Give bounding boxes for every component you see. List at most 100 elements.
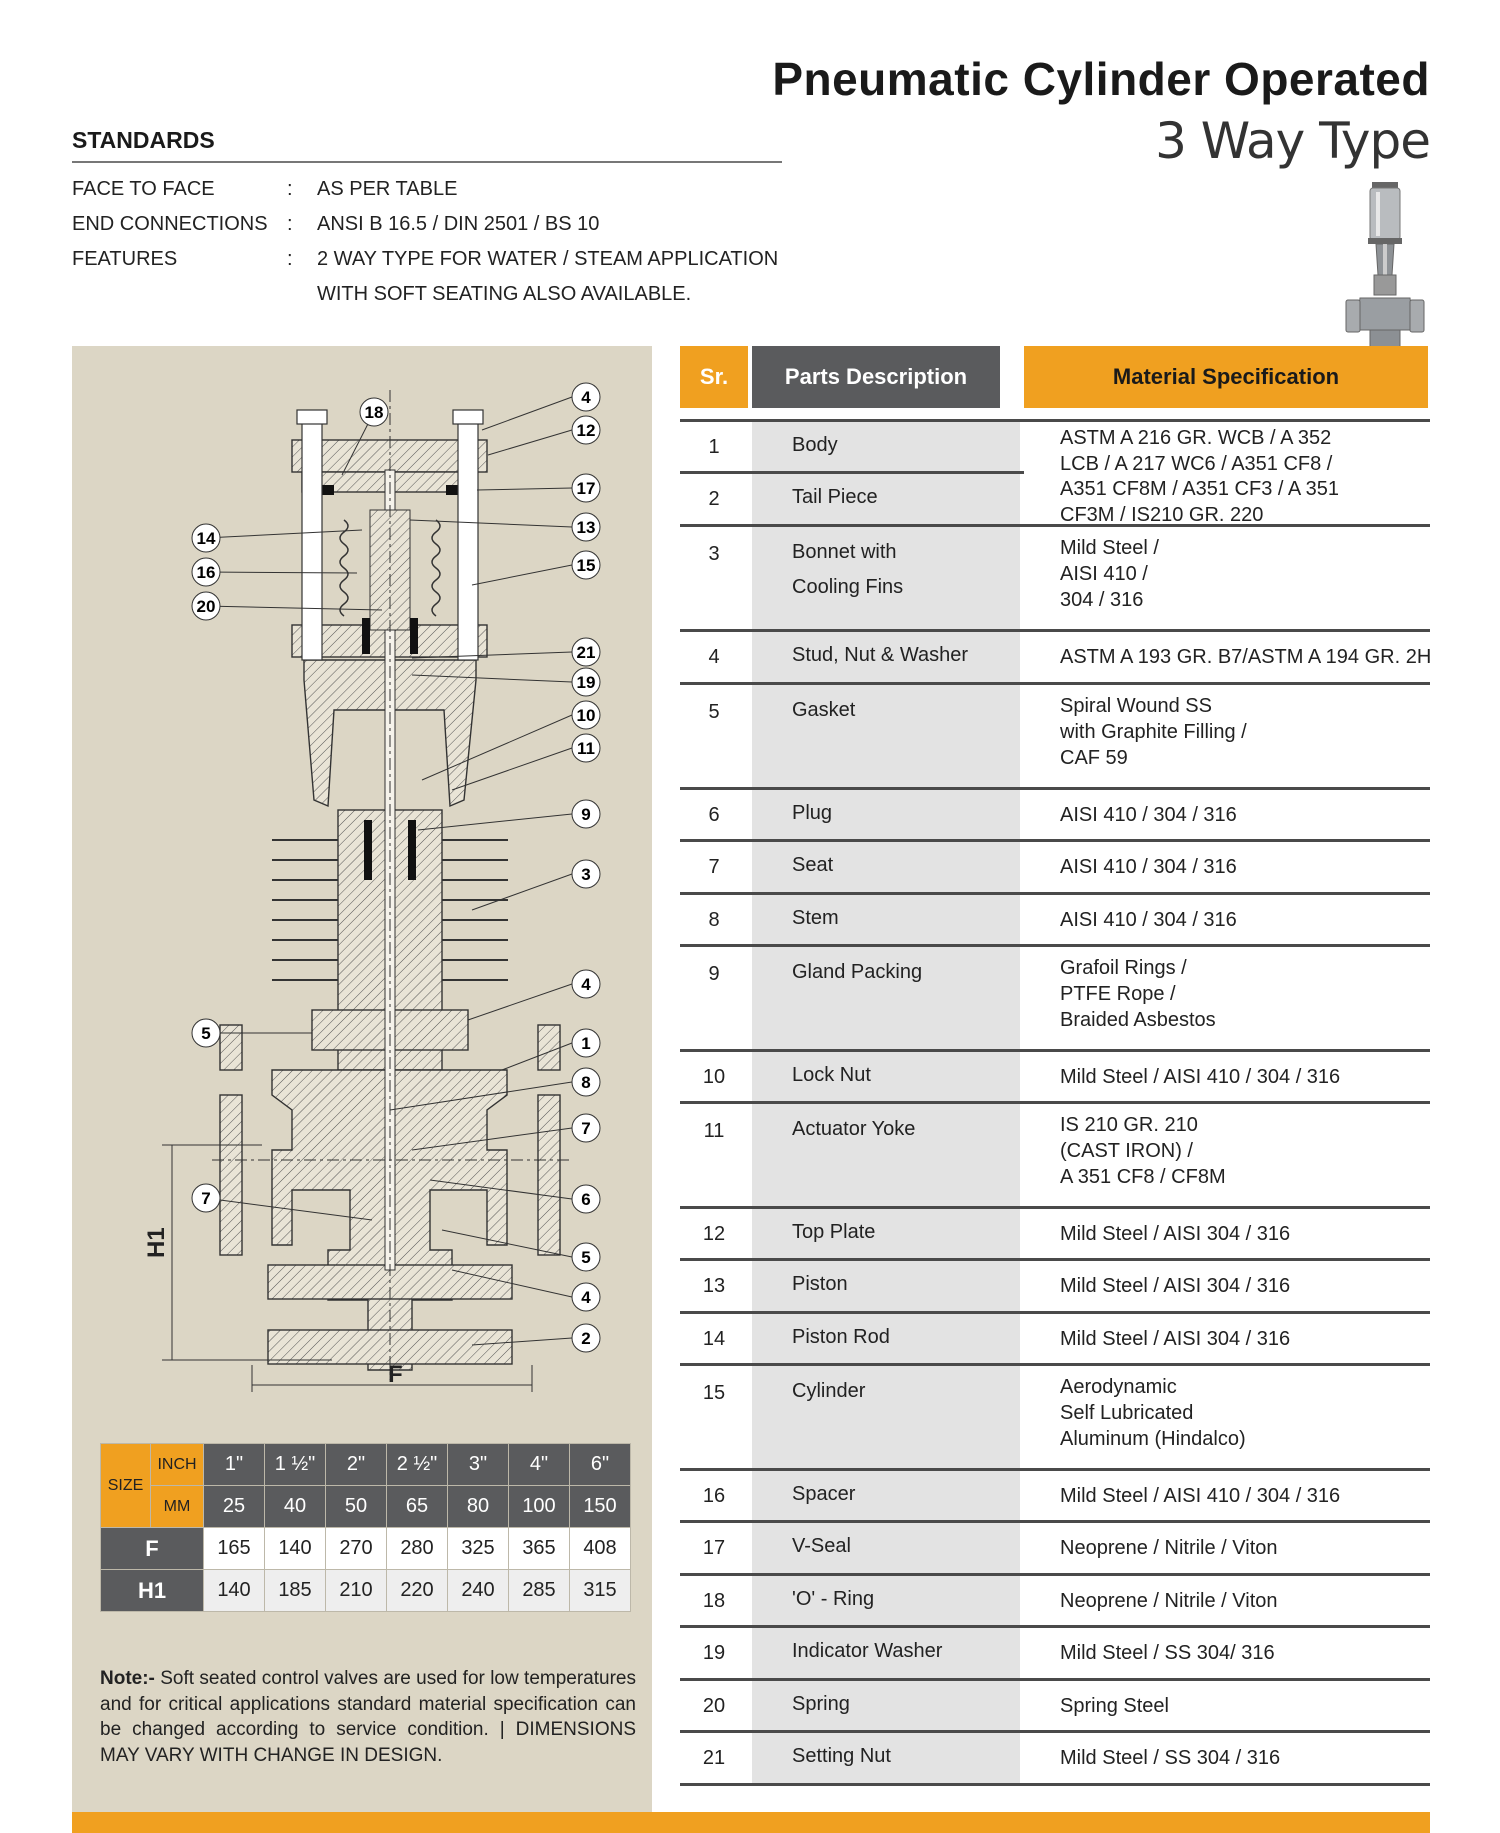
parts-material: IS 210 GR. 210(CAST IRON) /A 351 CF8 / C…: [1060, 1112, 1430, 1190]
parts-material: Mild Steel / SS 304 / 316: [1060, 1745, 1430, 1771]
standards-row: END CONNECTIONS : ANSI B 16.5 / DIN 2501…: [72, 213, 797, 236]
parts-material-line: CAF 59: [1060, 747, 1128, 769]
svg-text:7: 7: [201, 1189, 210, 1208]
size-mm-cell: 80: [447, 1485, 509, 1528]
callout: 5: [571, 1242, 601, 1272]
parts-description: Plug: [792, 802, 833, 824]
parts-description-cell: V-Seal: [752, 1523, 1020, 1576]
parts-description: Stud, Nut & Washer: [792, 644, 968, 666]
callout: 4: [571, 382, 601, 412]
valve-cross-section-diagram: H1 F 18 4 12 17 13 15 14: [143, 382, 601, 1392]
svg-text:1: 1: [581, 1034, 590, 1053]
dimension-table: SIZE INCH 1" 1 ½" 2" 2 ½" 3" 4" 6" MM 25…: [100, 1443, 631, 1612]
parts-sr: 8: [708, 909, 720, 931]
size-inch-cell: 1 ½": [264, 1443, 326, 1486]
note-paragraph: Note:- Soft seated control valves are us…: [100, 1666, 636, 1768]
parts-material: Mild Steel / AISI 304 / 316: [1060, 1326, 1430, 1352]
parts-material-line: Mild Steel / AISI 304 / 316: [1060, 1223, 1291, 1245]
svg-text:15: 15: [577, 556, 596, 575]
parts-material-line: Neoprene / Nitrile / Viton: [1060, 1590, 1278, 1612]
parts-material-line: Mild Steel / AISI 410 / 304 / 316: [1060, 1485, 1341, 1507]
row-divider: [680, 1049, 1430, 1052]
parts-description: Top Plate: [792, 1221, 876, 1243]
standards-key: [72, 283, 287, 306]
parts-material-line: A351 CF8M / A351 CF3 / A 351: [1060, 478, 1340, 500]
parts-description: Spring: [792, 1693, 850, 1715]
h1-value-cell: 285: [508, 1569, 570, 1612]
h1-value-cell: 240: [447, 1569, 509, 1612]
parts-material-line: LCB / A 217 WC6 / A351 CF8 /: [1060, 452, 1333, 475]
svg-text:4: 4: [581, 388, 591, 407]
svg-text:2: 2: [581, 1329, 590, 1348]
parts-description-cell: Plug: [752, 790, 1020, 842]
parts-sr: 3: [708, 543, 720, 565]
row-divider: [680, 524, 1430, 527]
note-label: Note:-: [100, 1668, 155, 1689]
h1-value-cell: 210: [325, 1569, 387, 1612]
parts-material-line: with Graphite Filling /: [1060, 721, 1247, 743]
parts-material: Grafoil Rings /PTFE Rope /Braided Asbest…: [1060, 955, 1430, 1033]
row-divider: [680, 1625, 1430, 1628]
row-divider: [680, 892, 1430, 895]
row-divider: [680, 1678, 1430, 1681]
size-inch-cell: 3": [447, 1443, 509, 1486]
size-inch-cell: 2 ½": [386, 1443, 448, 1486]
standards-value: ANSI B 16.5 / DIN 2501 / BS 10: [317, 213, 600, 235]
parts-sr: 9: [708, 963, 720, 985]
parts-sr: 20: [702, 1695, 726, 1717]
svg-text:8: 8: [581, 1073, 590, 1092]
parts-description: Spacer: [792, 1483, 856, 1505]
standards-divider: [72, 161, 782, 163]
parts-material-line: Mild Steel /: [1060, 537, 1159, 559]
row-divider: [680, 1730, 1430, 1733]
parts-description-cell: Cylinder: [752, 1366, 1020, 1471]
parts-description-cell: Stem: [752, 895, 1020, 947]
h1-value-cell: 140: [203, 1569, 265, 1612]
size-inch-cell: 1": [203, 1443, 265, 1486]
standards-value: AS PER TABLE: [317, 178, 458, 200]
parts-material: ASTM A 193 GR. B7/ASTM A 194 GR. 2H: [1060, 644, 1431, 670]
svg-text:4: 4: [581, 1288, 591, 1307]
size-mm-cell: 40: [264, 1485, 326, 1528]
parts-material-line: AISI 410 / 304 / 316: [1060, 856, 1237, 878]
standards-sep: :: [287, 178, 293, 200]
callout: 3: [571, 859, 601, 889]
callout: 8: [571, 1067, 601, 1097]
parts-row: Spring 20 Spring Steel: [680, 1681, 1430, 1733]
svg-text:11: 11: [577, 739, 595, 758]
svg-text:20: 20: [197, 597, 216, 616]
callout: 4: [571, 1282, 601, 1312]
svg-text:7: 7: [581, 1119, 590, 1138]
row-divider: [680, 471, 1024, 474]
parts-sr: 2: [708, 488, 720, 510]
f-value-cell: 280: [386, 1527, 448, 1570]
svg-text:3: 3: [581, 865, 590, 884]
parts-description-cell: Stud, Nut & Washer: [752, 632, 1020, 685]
f-value-cell: 408: [569, 1527, 631, 1570]
valve-photo-image: [1345, 182, 1425, 365]
parts-sr: 18: [702, 1590, 726, 1612]
parts-sr: 5: [708, 701, 720, 723]
parts-material-line: AISI 410 / 304 / 316: [1060, 804, 1237, 826]
standards-heading: STANDARDS: [72, 127, 215, 153]
page-subtitle: 3 Way Type: [1155, 112, 1431, 170]
parts-sr: 16: [702, 1485, 726, 1507]
header-material-specification: Material Specification: [1024, 346, 1428, 408]
row-divider: [680, 1101, 1430, 1104]
f-value-cell: 140: [264, 1527, 326, 1570]
parts-material: Spring Steel: [1060, 1693, 1430, 1719]
note-text: Soft seated control valves are used for …: [100, 1668, 636, 1766]
parts-description: Bonnet with: [792, 541, 897, 563]
parts-material-line: Mild Steel / AISI 304 / 316: [1060, 1328, 1291, 1350]
